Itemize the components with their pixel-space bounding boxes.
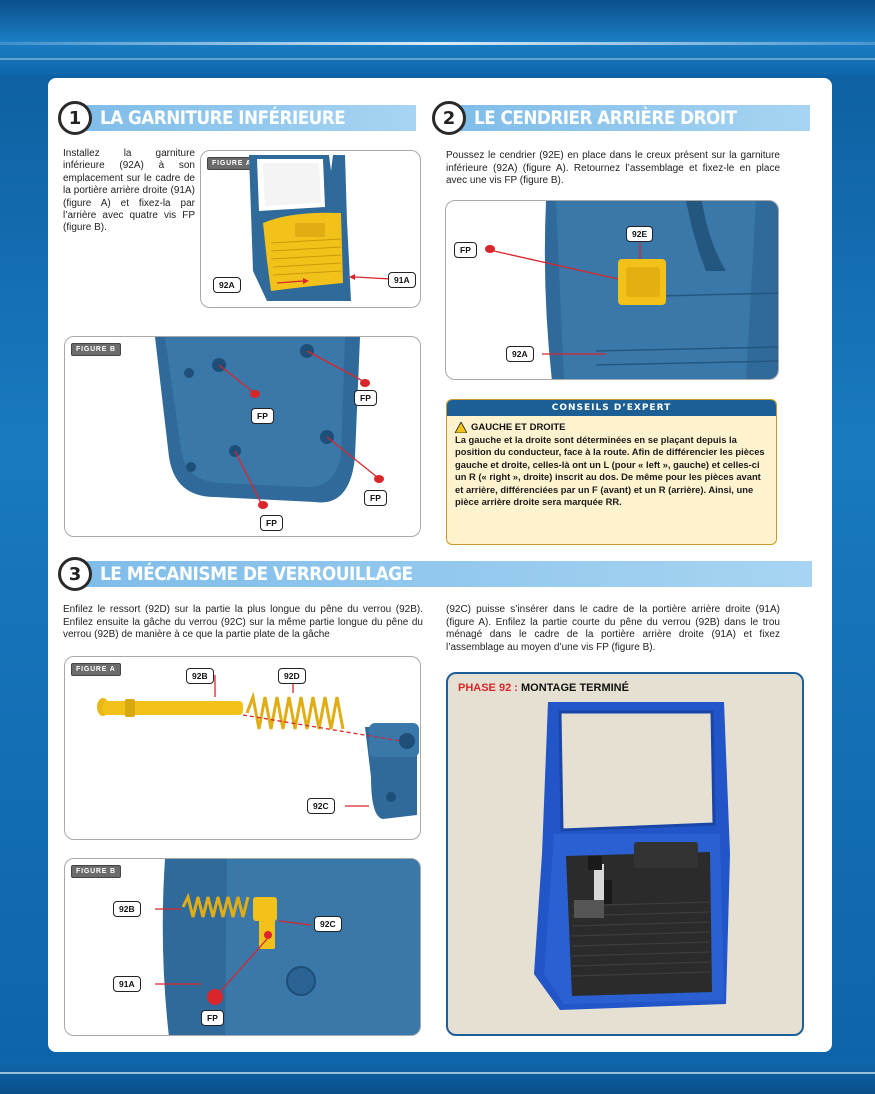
label-92C: 92C (314, 916, 342, 932)
label-91A: 91A (113, 976, 141, 992)
step-3-text-left: Enfilez le ressort (92D) sur la partie l… (63, 604, 423, 641)
step-1-number: 1 (58, 101, 92, 135)
label-92D: 92D (278, 668, 306, 684)
ashtray-illustration (485, 201, 778, 379)
figure-tag: FIGURE A (71, 663, 121, 676)
step-3-text-right: (92C) puisse s’insérer dans le cadre de … (446, 604, 780, 653)
label-92B: 92B (113, 901, 141, 917)
expert-tip-body: La gauche et la droite sont déterminées … (455, 434, 765, 508)
step-2-title: LE CENDRIER ARRIÈRE DROIT (460, 105, 810, 131)
step-2-text: Poussez le cendrier (92E) en place dans … (446, 150, 780, 187)
warning-icon (455, 422, 467, 433)
final-phase: PHASE 92 : (458, 682, 518, 694)
final-status: MONTAGE TERMINÉ (520, 682, 629, 694)
label-92A: 92A (213, 277, 241, 293)
step-3-heading: 3 LE MÉCANISME DE VERROUILLAGE (58, 557, 814, 591)
step-2-figure: FP 92E 92A (445, 200, 779, 380)
step-2-number: 2 (432, 101, 466, 135)
step-1-figure-a: FIGURE A 92A 91A (200, 150, 421, 308)
step-3-figure-b: FIGURE B 92B 92C 91A FP (64, 858, 421, 1036)
bottom-decorative-band (0, 1062, 875, 1094)
label-92A: 92A (506, 346, 534, 362)
label-FP: FP (201, 1010, 224, 1026)
step-1-heading: 1 LA GARNITURE INFÉRIEURE (58, 101, 418, 135)
step-2-heading: 2 LE CENDRIER ARRIÈRE DROIT (432, 101, 812, 135)
label-FP-1: FP (251, 408, 274, 424)
instruction-sheet: 1 LA GARNITURE INFÉRIEURE Installez la g… (48, 78, 832, 1052)
door-panel-illustration (249, 155, 392, 301)
label-92E: 92E (626, 226, 654, 242)
completed-door-illustration (534, 702, 730, 1010)
figure-tag: FIGURE B (71, 865, 121, 878)
label-92C: 92C (307, 798, 335, 814)
label-91A: 91A (388, 272, 416, 288)
final-title: PHASE 92 : MONTAGE TERMINÉ (458, 682, 629, 694)
lock-parts-illustration (97, 675, 419, 819)
label-FP-3: FP (364, 490, 387, 506)
step-1-text: Installez la garniture inférieure (92A) … (63, 148, 195, 234)
lock-install-illustration (155, 859, 420, 1035)
label-92B: 92B (186, 668, 214, 684)
step-3-figure-a: FIGURE A 92B 92D 92C (64, 656, 421, 840)
top-decorative-band (0, 0, 875, 75)
label-FP-2: FP (354, 390, 377, 406)
step-3-title: LE MÉCANISME DE VERROUILLAGE (86, 561, 812, 587)
label-FP: FP (454, 242, 477, 258)
step-1-figure-b: FIGURE B FP FP FP F (64, 336, 421, 537)
door-back-illustration (155, 337, 384, 509)
expert-tip-box: CONSEILS D’EXPERT GAUCHE ET DROITE La ga… (446, 399, 777, 545)
final-assembly-box: PHASE 92 : MONTAGE TERMINÉ (446, 672, 804, 1036)
expert-tip-subtitle-row: GAUCHE ET DROITE (455, 422, 776, 433)
expert-tip-title: CONSEILS D’EXPERT (447, 400, 776, 416)
label-FP-4: FP (260, 515, 283, 531)
figure-tag: FIGURE B (71, 343, 121, 356)
step-3-number: 3 (58, 557, 92, 591)
step-1-title: LA GARNITURE INFÉRIEURE (86, 105, 416, 131)
expert-tip-subtitle: GAUCHE ET DROITE (471, 422, 566, 433)
